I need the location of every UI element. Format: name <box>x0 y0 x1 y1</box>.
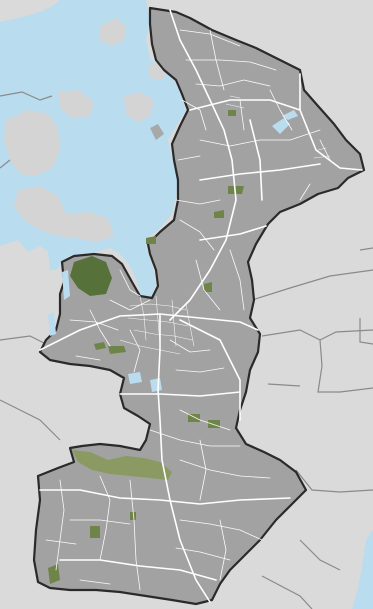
island-c <box>14 186 114 242</box>
district-area <box>32 6 366 606</box>
island-d <box>100 18 126 46</box>
forest-northwest <box>70 256 112 296</box>
road-network <box>39 9 363 603</box>
island-a <box>4 110 60 176</box>
lakes <box>48 110 298 392</box>
parks <box>48 110 244 584</box>
sea-right <box>352 530 373 609</box>
park-south-strip <box>72 450 172 480</box>
island-g <box>150 124 164 140</box>
island-e <box>124 92 154 122</box>
neighbor-boundaries <box>0 91 373 609</box>
island-b <box>58 90 94 118</box>
